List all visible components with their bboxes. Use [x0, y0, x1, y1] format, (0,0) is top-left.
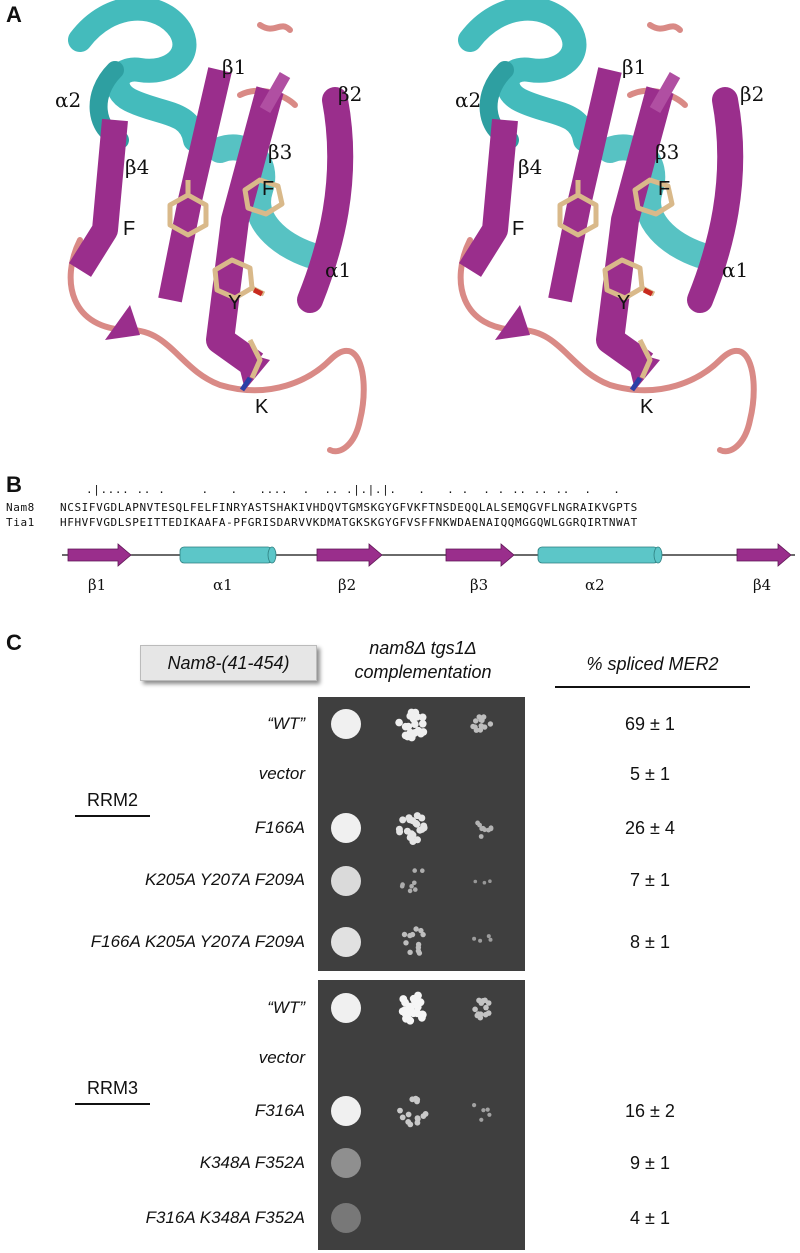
row-label-rrm3-wt: “WT” — [267, 998, 305, 1017]
spliced-header-rule — [555, 686, 750, 688]
label-beta3-left: β3 — [268, 140, 293, 164]
label-phe-right-2: F — [658, 178, 671, 200]
map-label-beta2: β2 — [338, 576, 357, 594]
alpha2-cylinder — [537, 546, 659, 564]
pct-rrm3-triple: 4 ± 1 — [630, 1208, 670, 1228]
map-label-beta3: β3 — [470, 576, 489, 594]
row-label-rrm2-vector: vector — [258, 764, 305, 783]
group-label-rrm3: RRM3 — [86, 1078, 138, 1098]
assay-title: nam8Δ tgs1Δ complementation — [318, 636, 528, 684]
row-label-rrm2-quad: F166A K205A Y207A F209A — [90, 932, 305, 951]
map-label-alpha2: α2 — [585, 576, 605, 594]
pct-rrm2-vector: 5 ± 1 — [630, 764, 670, 784]
plate-rrm3 — [318, 980, 525, 1250]
protein-structure-stereo — [0, 0, 800, 470]
label-beta4-left: β4 — [125, 155, 150, 179]
pct-rrm3-double: 9 ± 1 — [630, 1153, 670, 1173]
label-alpha1-right: α1 — [722, 258, 749, 282]
panel-letter-c: C — [6, 630, 22, 655]
row-label-rrm3-vector: vector — [258, 1048, 305, 1067]
label-alpha2-left: α2 — [55, 88, 82, 112]
row-label-rrm2-triple: K205A Y207A F209A — [144, 870, 305, 889]
label-phe-left-2: F — [262, 178, 275, 200]
row-label-rrm2-f166a: F166A — [254, 818, 305, 837]
label-alpha1-left: α1 — [325, 258, 352, 282]
map-label-alpha1: α1 — [213, 576, 233, 594]
pct-rrm3-f316a: 16 ± 2 — [625, 1101, 675, 1121]
label-beta2-left: β2 — [338, 82, 363, 106]
label-beta1-left: β1 — [222, 55, 247, 79]
plate-rrm2 — [318, 697, 525, 971]
seq-name-nam8: Nam8 — [6, 501, 35, 514]
pct-rrm2-triple: 7 ± 1 — [630, 870, 670, 890]
seq-nam8: NCSIFVGDLAPNVTESQLFELFINRYASTSHAKIVHDQVT… — [60, 501, 638, 514]
secondary-structure-map — [62, 543, 795, 567]
row-label-rrm3-f316a: F316A — [254, 1101, 305, 1120]
seq-name-tia1: Tia1 — [6, 516, 35, 529]
label-lys-left: K — [255, 396, 269, 418]
label-beta3-right: β3 — [655, 140, 680, 164]
row-label-rrm3-double: K348A F352A — [199, 1153, 305, 1172]
alpha1-cylinder — [179, 546, 273, 564]
panel-letter-a: A — [6, 2, 22, 27]
spliced-header: % spliced MER2 — [586, 654, 719, 674]
assay-title-line1: nam8Δ tgs1Δ — [369, 638, 477, 658]
label-phe-left-1: F — [123, 218, 136, 240]
label-alpha2-right: α2 — [455, 88, 482, 112]
conservation-marks: .|.... .. . . . .... . .. .|.|.|. . . . … — [86, 483, 621, 496]
panel-letter-b: B — [6, 472, 22, 497]
label-beta2-right: β2 — [740, 82, 765, 106]
pct-rrm2-f166a: 26 ± 4 — [625, 818, 675, 838]
beta3-arrow — [445, 543, 515, 567]
seq-tia1: HFHVFVGDLSPEITTEDIKAAFA-PFGRISDARVVKDMAT… — [60, 516, 638, 529]
beta4-arrow — [736, 543, 792, 567]
pct-rrm2-wt: 69 ± 1 — [625, 714, 675, 734]
map-label-beta1: β1 — [88, 576, 107, 594]
label-beta1-right: β1 — [622, 55, 647, 79]
group-label-rrm2: RRM2 — [86, 790, 138, 810]
assay-title-line2: complementation — [354, 662, 492, 682]
construct-label: Nam8-(41-454) — [140, 645, 317, 681]
map-label-beta4: β4 — [753, 576, 772, 594]
beta1-arrow — [67, 543, 132, 567]
group-rule-rrm2 — [75, 815, 150, 817]
row-label-rrm3-triple: F316A K348A F352A — [145, 1208, 305, 1227]
label-beta4-right: β4 — [518, 155, 543, 179]
row-label-rrm2-wt: “WT” — [267, 714, 305, 733]
label-phe-right-1: F — [512, 218, 525, 240]
pct-rrm2-quad: 8 ± 1 — [630, 932, 670, 952]
label-tyr-right: Y — [617, 292, 631, 314]
label-tyr-left: Y — [228, 292, 242, 314]
label-lys-right: K — [640, 396, 654, 418]
beta2-arrow — [316, 543, 383, 567]
group-rule-rrm3 — [75, 1103, 150, 1105]
